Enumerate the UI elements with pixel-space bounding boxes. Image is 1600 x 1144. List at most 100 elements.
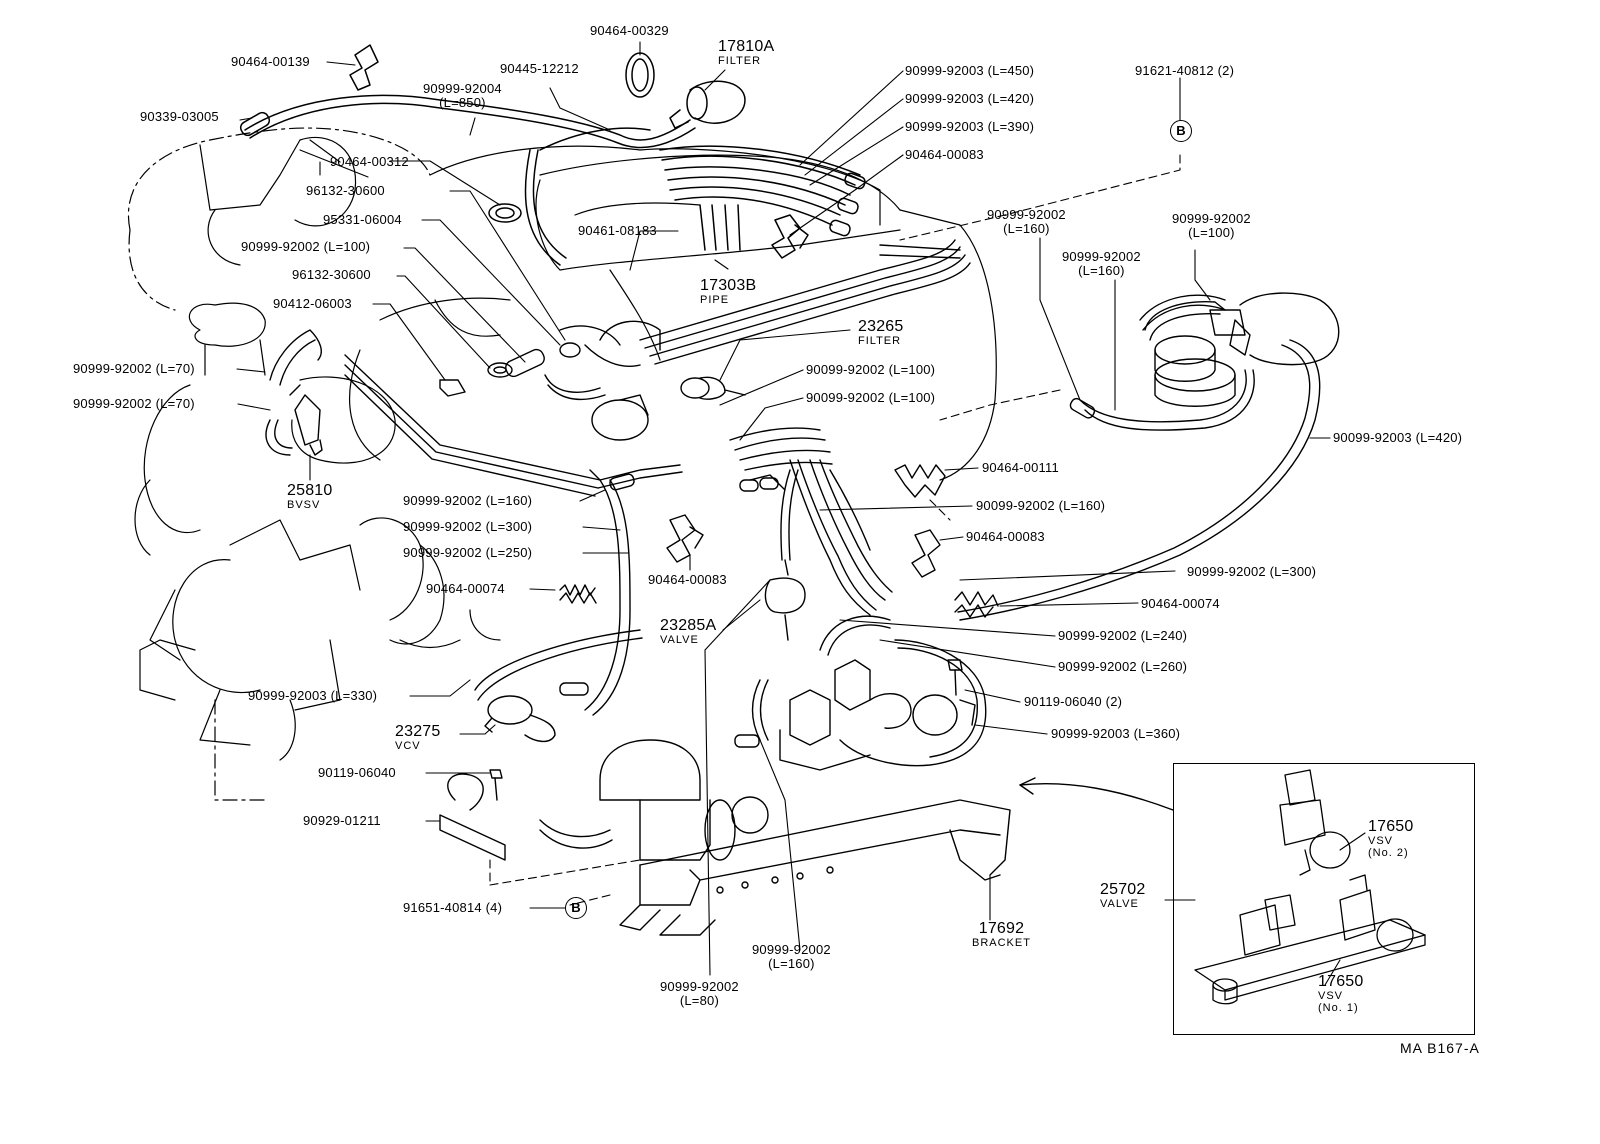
callout-25702: 25702 VALVE (1100, 881, 1146, 910)
callout-90999-92002-l100-right: 90999-92002 (L=100) (1172, 212, 1251, 240)
callout-91651-40814: 91651-40814 (4) (403, 900, 503, 915)
callout-23285a: 23285A VALVE (660, 617, 716, 646)
callout-90464-00111: 90464-00111 (982, 460, 1059, 475)
callout-17692: 17692 BRACKET (972, 920, 1031, 949)
inset-panel (1173, 763, 1475, 1035)
right-canister (957, 292, 1340, 621)
callout-90099-92002-l160: 90099-92002 (L=160) (976, 498, 1106, 513)
callout-90999-92003-l420: 90999-92003 (L=420) (905, 91, 1035, 106)
hose-length: (L=850) (439, 95, 486, 110)
inset-valve-drawing (1194, 769, 1426, 1005)
part-number: 25810 (287, 482, 333, 499)
part-number: 90999-92002 (1062, 249, 1141, 264)
callout-90999-92002-l160-a: 90999-92002 (L=160) (987, 208, 1066, 236)
callout-96132-30600-b: 96132-30600 (292, 267, 371, 282)
part-number: 17650 (1318, 973, 1364, 990)
callout-17303b: 17303B PIPE (700, 277, 756, 306)
callout-90461-08183: 90461-08183 (578, 223, 657, 238)
callout-90099-92002-l100-b: 90099-92002 (L=100) (806, 390, 936, 405)
callout-90999-92003-l450: 90999-92003 (L=450) (905, 63, 1035, 78)
bracket (439, 615, 1011, 936)
part-variant: (No. 2) (1368, 847, 1409, 859)
callout-90999-92002-l100: 90999-92002 (L=100) (241, 239, 371, 254)
part-name: FILTER (858, 335, 902, 347)
hose-length: (L=160) (1003, 221, 1050, 236)
part-name: BRACKET (972, 937, 1031, 949)
part-number: 17810A (718, 38, 775, 55)
callout-95331-06004: 95331-06004 (323, 212, 402, 227)
callout-90999-92002-l160-left: 90999-92002 (L=160) (403, 493, 533, 508)
part-name: VALVE (1100, 898, 1139, 910)
part-name: VALVE (660, 634, 699, 646)
callout-90464-00083-top: 90464-00083 (905, 147, 984, 162)
callout-25810: 25810 BVSV (287, 482, 333, 511)
leader-lines (236, 41, 1366, 986)
part-name: VSV (1368, 835, 1394, 847)
callout-90119-06040-left: 90119-06040 (318, 765, 396, 780)
part-name: PIPE (700, 294, 730, 306)
center-parts (680, 376, 999, 641)
callout-17650-no1: 17650 VSV (No. 1) (1318, 973, 1364, 1014)
callout-90999-92003-l330: 90999-92003 (L=330) (248, 688, 378, 703)
callout-90445-12212: 90445-12212 (500, 61, 579, 76)
engine-outline (127, 127, 997, 801)
callout-90999-92002-l260: 90999-92002 (L=260) (1058, 659, 1188, 674)
left-parts (265, 329, 704, 743)
callout-90999-92002-l160-b: 90999-92002 (L=160) (1062, 250, 1141, 278)
callout-17810a: 17810A FILTER (718, 38, 774, 67)
callout-90999-92002-l250: 90999-92002 (L=250) (403, 545, 533, 560)
callout-90099-92003-l420: 90099-92003 (L=420) (1333, 430, 1463, 445)
callout-90119-06040-right: 90119-06040 (2) (1024, 694, 1123, 709)
part-number: 17692 (978, 920, 1025, 937)
callout-90464-00074-right: 90464-00074 (1141, 596, 1220, 611)
callout-96132-30600-a: 96132-30600 (306, 183, 385, 198)
part-number: 17650 (1368, 818, 1414, 835)
callout-23265: 23265 FILTER (858, 318, 904, 347)
callout-17650-no2: 17650 VSV (No. 2) (1368, 818, 1414, 859)
part-name: VCV (395, 740, 421, 752)
callout-90999-92002-l160-bottom: 90999-92002 (L=160) (752, 943, 831, 971)
part-number: 23265 (858, 318, 904, 335)
callout-90339-03005: 90339-03005 (140, 109, 219, 124)
callout-90412-06003: 90412-06003 (273, 296, 352, 311)
part-number: 25702 (1100, 881, 1146, 898)
callout-90999-92003-l360: 90999-92003 (L=360) (1051, 726, 1181, 741)
pipe-rails (344, 239, 971, 497)
part-number: 90999-92002 (752, 942, 831, 957)
diagram-code: MA B167-A (1400, 1040, 1480, 1056)
part-number: 90999-92002 (1172, 211, 1251, 226)
part-number: 23275 (395, 723, 441, 740)
inset-arrow (1019, 783, 1174, 811)
part-variant: (No. 1) (1318, 1002, 1359, 1014)
part-name: VSV (1318, 990, 1344, 1002)
part-number: 23285A (660, 617, 717, 634)
hose-length: (L=160) (1078, 263, 1125, 278)
marker-b-bottom: B (565, 897, 587, 919)
callout-91621-40812: 91621-40812 (2) (1135, 63, 1235, 78)
callout-90999-92002-l300-left: 90999-92002 (L=300) (403, 519, 533, 534)
callout-90929-01211: 90929-01211 (303, 813, 381, 828)
marker-b-top: B (1170, 120, 1192, 142)
dashed-connectors (489, 154, 1181, 906)
callout-90999-92002-l70-a: 90999-92002 (L=70) (73, 361, 195, 376)
callout-90464-00083-mid: 90464-00083 (648, 572, 727, 587)
part-name: BVSV (287, 499, 321, 511)
hose-length: (L=160) (768, 956, 815, 971)
callout-90999-92002-l300-right: 90999-92002 (L=300) (1187, 564, 1317, 579)
part-number: 90999-92004 (423, 81, 502, 96)
hose-length: (L=80) (679, 993, 719, 1008)
part-number: 17303B (700, 277, 757, 294)
callout-90464-00139: 90464-00139 (231, 54, 310, 69)
hose-length: (L=100) (1188, 225, 1235, 240)
callout-90999-92002-l80: 90999-92002 (L=80) (660, 980, 739, 1008)
part-number: 90999-92002 (987, 207, 1066, 222)
part-name: FILTER (718, 55, 762, 67)
callout-23275: 23275 VCV (395, 723, 441, 752)
part-number: 90999-92002 (660, 979, 739, 994)
callout-90464-00312: 90464-00312 (330, 154, 409, 169)
callout-90999-92002-l240: 90999-92002 (L=240) (1058, 628, 1188, 643)
callout-90999-92003-l390: 90999-92003 (L=390) (905, 119, 1035, 134)
callout-90464-00074-left: 90464-00074 (426, 581, 505, 596)
